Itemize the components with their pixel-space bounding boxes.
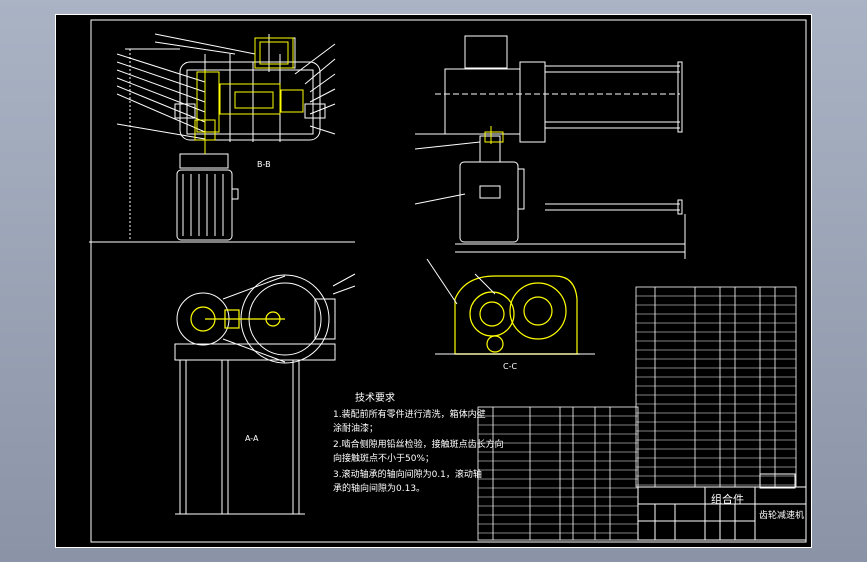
tech-requirements-line-1: 1.装配前所有零件进行清洗，箱体内壁 [333,410,486,420]
parts-list-lower-rows [478,415,638,534]
view-top-left [89,33,355,243]
parts-list-upper-rows [636,295,796,486]
view-top-right-highlight [484,126,504,144]
tech-requirements-title: 技术要求 [355,393,395,404]
tech-requirements-line-5: 3.滚动轴承的轴向间隙为0.1，滚动轴 [333,470,482,480]
parts-list-lower [477,406,639,541]
section-label-bb: B-B [257,160,271,169]
tech-requirements-line-2: 涂耐油漆； [333,424,379,434]
view-bottom-left [174,273,356,515]
title-block [637,473,807,541]
title-block-assembly: 组合件 [711,493,744,506]
view-bottom-left-highlight [190,306,285,332]
inner-border [90,19,807,543]
section-label-aa: A-A [245,434,259,443]
tech-requirements-line-4: 向接触斑点不小于50%； [333,454,435,464]
title-block-name: 齿轮减速机 [759,511,805,521]
tech-requirements-line-6: 承的轴向间隙为0.13。 [333,484,426,494]
view-top-right [414,35,686,259]
drawing-sheet: B-B C-C A-A 技术要求 1.装配前所有零件进行清洗，箱体内壁 涂耐油漆… [55,14,812,548]
tech-requirements-line-3: 2.啮合侧隙用铅丝检验，接触斑点齿长方向 [333,440,504,450]
view-bottom-middle-lines [426,258,595,355]
section-label-cc: C-C [503,362,518,371]
view-bottom-middle [454,275,580,355]
outer-border [55,14,812,548]
view-top-left-highlight [194,37,304,154]
parts-list-upper [635,286,797,488]
cad-drawing-canvas [55,14,812,548]
